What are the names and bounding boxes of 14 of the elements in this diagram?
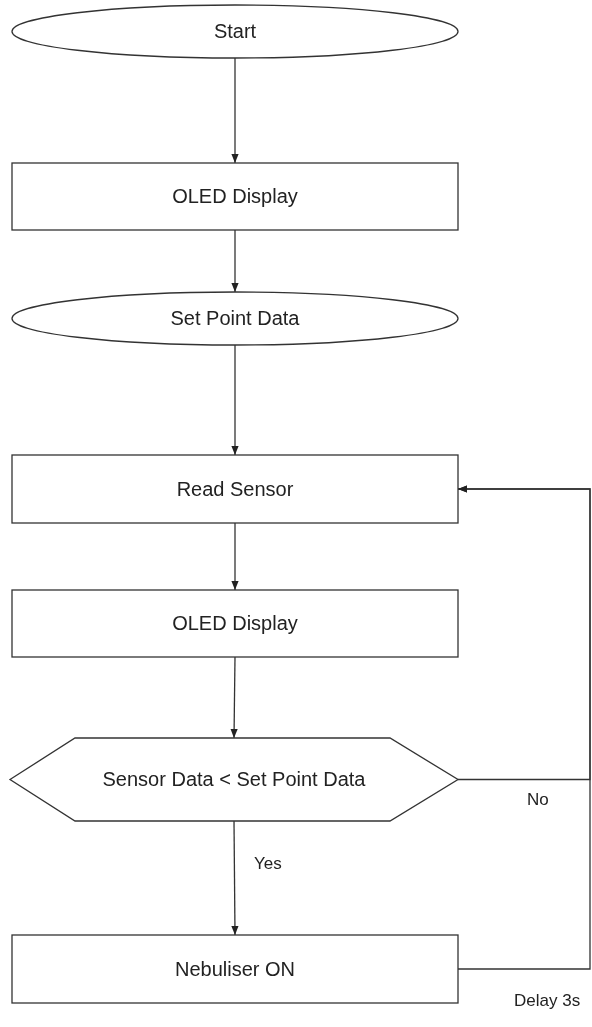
- arrow: [231, 57, 239, 164]
- node-label: OLED Display: [172, 612, 298, 635]
- node-label: Read Sensor: [176, 477, 294, 501]
- edge-label: Delay 3s: [512, 991, 583, 1011]
- arrow: [231, 229, 239, 293]
- arrow: [230, 656, 238, 739]
- arrow: [231, 344, 239, 456]
- node-label: Nebuliser ON: [174, 957, 295, 981]
- node-label: Set Point Data: [170, 307, 300, 330]
- node-label: OLED Display: [172, 185, 298, 208]
- arrow: [231, 522, 239, 591]
- node-label: Start: [213, 20, 257, 43]
- arrow: [231, 820, 239, 936]
- node-label: Sensor Data < Set Point Data: [102, 768, 366, 791]
